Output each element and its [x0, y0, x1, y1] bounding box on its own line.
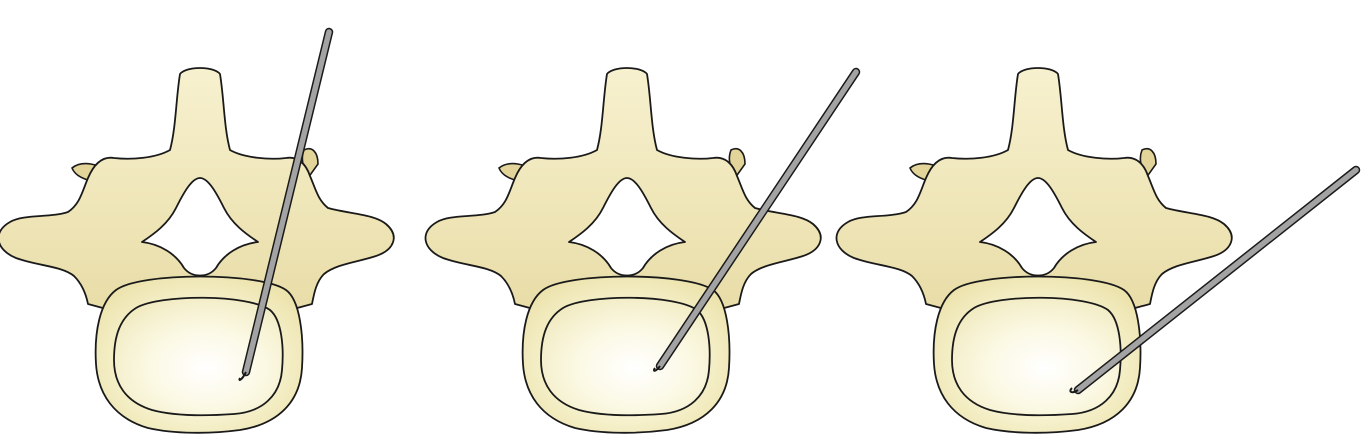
- needle-icon: [1069, 165, 1361, 395]
- needle-icon: [238, 27, 334, 381]
- panel-3: [835, 67, 1361, 434]
- vertebra-icon: [0, 67, 395, 434]
- vertebra-icon: [835, 67, 1233, 434]
- panel-2: [424, 67, 861, 434]
- needle-icon: [652, 67, 861, 372]
- vertebra-icon: [424, 67, 822, 434]
- panel-1: [0, 27, 395, 434]
